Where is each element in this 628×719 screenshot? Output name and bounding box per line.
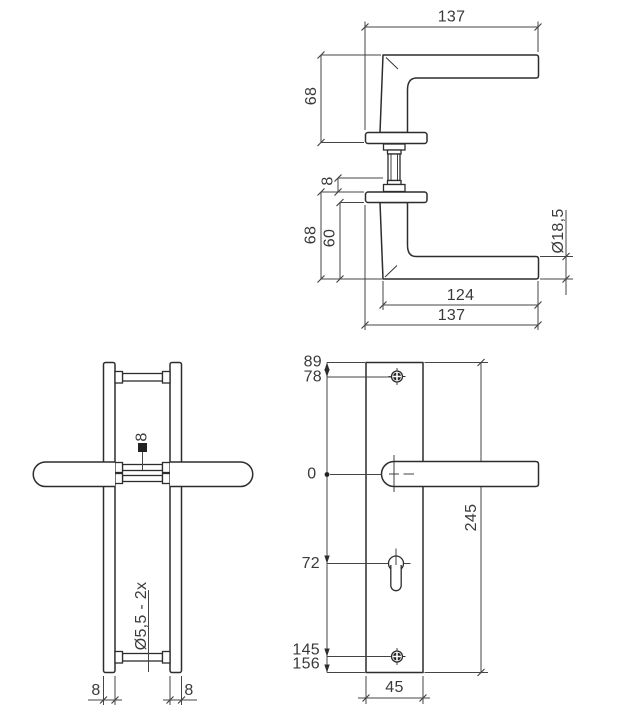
ordinate-dimensions: 89 78 0 72 145 156 xyxy=(292,354,391,673)
dim-label: 8 xyxy=(134,432,151,441)
dim-label: 124 xyxy=(447,287,475,304)
upper-rosette xyxy=(364,131,428,145)
ordinate-label: 156 xyxy=(292,656,320,673)
corner-mark xyxy=(384,265,398,278)
zero-datum-dot xyxy=(324,472,330,477)
dim-label: 245 xyxy=(463,504,480,532)
lever-on-plate xyxy=(380,455,540,492)
backplate-left xyxy=(102,361,116,674)
dim-length-top: 137 xyxy=(361,9,542,130)
dim-label: 8 xyxy=(91,682,100,699)
spindle xyxy=(382,143,406,193)
connecting-screw-top xyxy=(114,370,171,384)
screw-hole-bottom xyxy=(388,648,406,665)
square-symbol xyxy=(138,443,147,452)
dim-label: 68 xyxy=(303,226,320,244)
dim-label: 60 xyxy=(322,229,339,247)
ordinate-label: 89 xyxy=(304,354,322,371)
ordinate-label: 0 xyxy=(307,466,316,483)
corner-mark xyxy=(385,57,399,70)
dim-plate-width: 45 xyxy=(358,676,430,704)
spindle-size-label: 8 xyxy=(134,432,151,470)
connecting-screw-bottom xyxy=(114,650,171,664)
dim-label: 137 xyxy=(438,9,466,26)
dim-plate-length: 245 xyxy=(424,358,488,677)
dim-label: 45 xyxy=(385,679,403,696)
screw-spec-label: Ø5,5 - 2x xyxy=(133,582,150,672)
dim-height-upper: 68 xyxy=(303,51,381,147)
dim-grip-diameter: Ø18,5 xyxy=(540,208,573,295)
dim-label: Ø5,5 - 2x xyxy=(133,582,150,651)
ordinate-label: 145 xyxy=(292,642,320,659)
lever-grip-left xyxy=(32,461,115,488)
upper-lever xyxy=(379,54,540,134)
dim-rosette-thickness: 8 xyxy=(320,174,383,196)
dim-label: 137 xyxy=(438,307,466,324)
dim-height-lower: 68 xyxy=(303,188,382,283)
dim-label: 68 xyxy=(303,87,320,105)
dim-label: 8 xyxy=(320,176,337,185)
lever-grip-right xyxy=(170,461,254,488)
dim-grip-length: 124 xyxy=(379,281,542,330)
backplate-face xyxy=(365,361,424,674)
keyhole xyxy=(387,548,411,592)
ordinate-label: 72 xyxy=(302,555,320,572)
plate-view: 245 xyxy=(292,354,540,704)
dim-label: Ø18,5 xyxy=(550,208,567,253)
ordinate-label: 78 xyxy=(304,369,322,386)
backplate-right xyxy=(169,361,183,674)
side-view: 137 68 8 68 60 xyxy=(303,9,573,330)
dim-length-bottom: 137 xyxy=(361,205,542,330)
lever-bar xyxy=(394,460,540,488)
screw-hole-top xyxy=(388,368,406,385)
front-view: 8 Ø5,5 - 2x 8 8 xyxy=(32,361,254,705)
dim-plate-thickness-right: 8 xyxy=(163,676,197,705)
dim-grip-height: 60 xyxy=(322,198,364,283)
dim-plate-thickness-left: 8 xyxy=(88,676,122,705)
dim-label: 8 xyxy=(184,682,193,699)
lower-rosette xyxy=(364,191,428,204)
lower-lever xyxy=(379,201,540,280)
